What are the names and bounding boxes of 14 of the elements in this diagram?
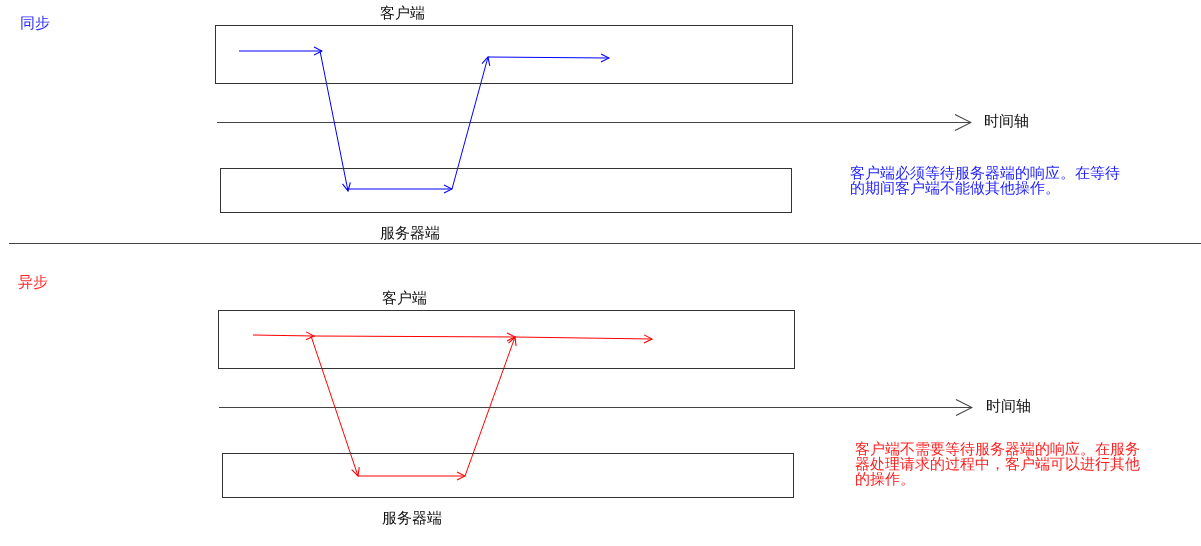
axis-label: 时间轴: [984, 113, 1029, 130]
message-arrow: [319, 50, 351, 192]
note-text: 客户端必须等待服务器端的响应。在等待的期间客户端不能做其他操作。: [850, 166, 1121, 196]
lane-title: 服务器端: [382, 510, 442, 527]
lane-title: 客户端: [382, 290, 427, 307]
message-arrow: [464, 336, 517, 477]
axis-label: 时间轴: [986, 398, 1031, 415]
message-arrow: [451, 56, 491, 190]
lane-title: 服务器端: [380, 225, 440, 242]
section-title: 异步: [18, 274, 48, 291]
message-arrow: [310, 335, 360, 477]
lane-title: 客户端: [380, 5, 425, 22]
note-text: 客户端不需要等待服务器端的响应。在服务器处理请求的过程中，客户端可以进行其他的操作。: [855, 442, 1141, 487]
section-title: 同步: [20, 15, 50, 32]
